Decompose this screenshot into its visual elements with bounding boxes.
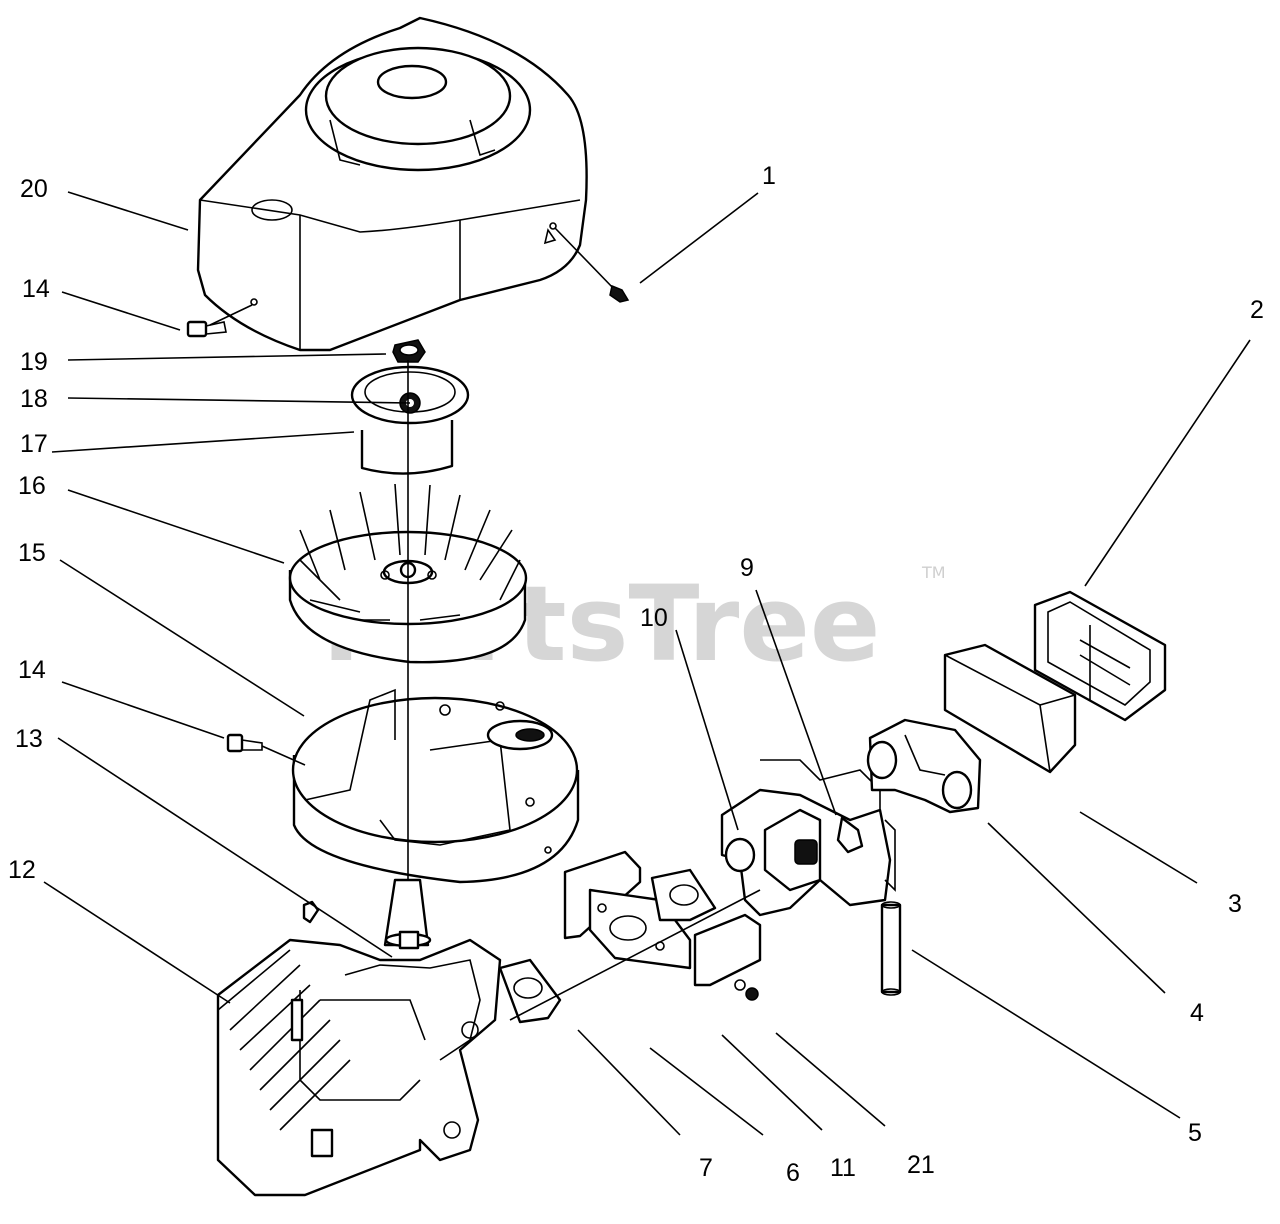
- callout-6: 6: [786, 1159, 800, 1187]
- callout-5: 5: [1188, 1119, 1202, 1147]
- callout-14-lower: 14: [18, 656, 46, 684]
- screw-1: [554, 227, 630, 303]
- callout-7: 7: [699, 1154, 713, 1182]
- base-plate-15: [291, 688, 580, 884]
- callout-4: 4: [1190, 999, 1204, 1027]
- callout-17: 17: [20, 430, 48, 458]
- callout-15: 15: [18, 539, 46, 567]
- callout-9: 9: [740, 554, 754, 582]
- callout-13: 13: [15, 725, 43, 753]
- filter-element-3: [943, 643, 1077, 774]
- callout-3: 3: [1228, 890, 1242, 918]
- heat-shield-11: [693, 913, 762, 1001]
- gasket-upper: [650, 868, 717, 922]
- callout-11: 11: [830, 1154, 856, 1182]
- starter-cup-18: [350, 365, 470, 475]
- callout-20: 20: [20, 175, 48, 203]
- callout-2: 2: [1250, 296, 1264, 324]
- nut-19: [392, 339, 426, 363]
- watermark-trademark: TM: [921, 563, 946, 582]
- callout-16: 16: [18, 472, 46, 500]
- key-13: [302, 900, 320, 924]
- leader-lines: [43, 191, 1251, 1136]
- screw-14-upper: [186, 304, 253, 338]
- blower-housing: [196, 16, 588, 352]
- air-horn-4: [866, 718, 982, 814]
- gasket-7: [498, 958, 562, 1024]
- callout-18: 18: [20, 385, 48, 413]
- callout-14-upper: 14: [22, 275, 50, 303]
- intake-axis: [509, 889, 761, 1021]
- screw-14-lower: [226, 733, 306, 766]
- engine-block-12: [216, 878, 502, 1197]
- carburetor-10: [720, 759, 896, 917]
- callout-12: 12: [8, 856, 36, 884]
- callout-21: 21: [907, 1151, 935, 1179]
- filter-cover-2: [1033, 590, 1167, 722]
- callout-10: 10: [640, 604, 668, 632]
- callout-labels: 20 1 14 2 19 18 17 16 15 9 10 14 13 12 3…: [8, 162, 1264, 1187]
- choke-rod-5: [880, 901, 902, 996]
- callout-1: 1: [762, 162, 776, 190]
- callout-19: 19: [20, 348, 48, 376]
